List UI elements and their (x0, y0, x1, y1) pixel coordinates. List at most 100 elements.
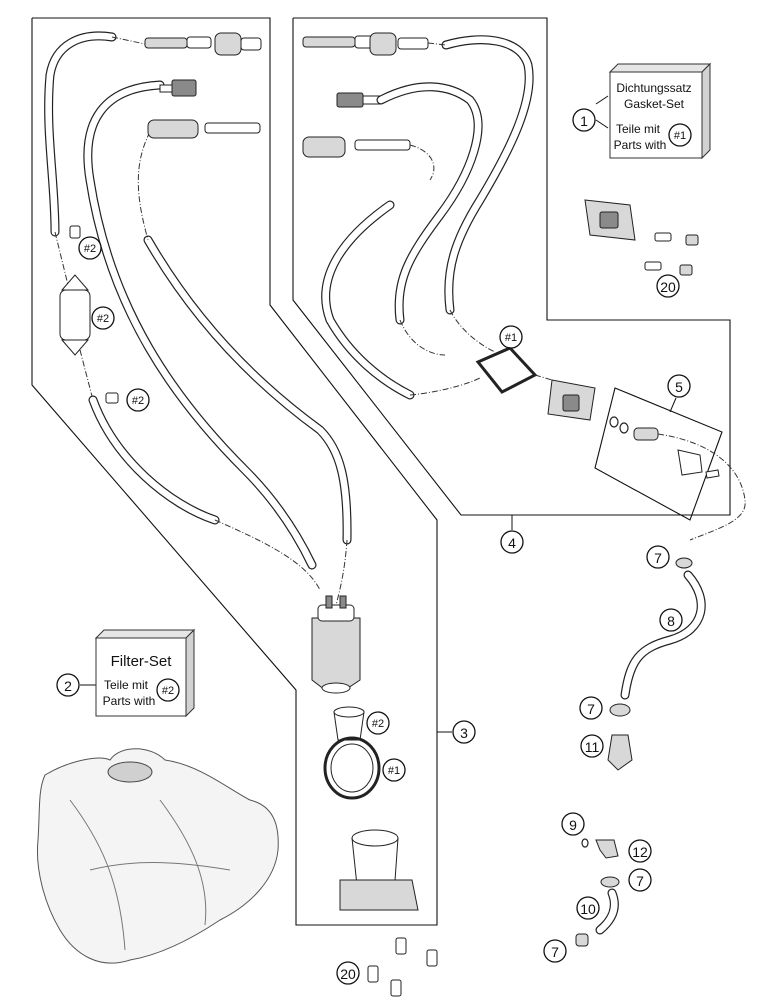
retaining-plate (677, 449, 703, 476)
pump-o-ring (323, 736, 381, 800)
wire-right-gasket (449, 309, 496, 353)
wire-flange (534, 374, 553, 381)
hose-clamp-small-2 (105, 392, 119, 404)
hex-bolt-2 (644, 261, 662, 271)
callout-1: 1 (572, 108, 596, 132)
fuel-hose-outlet (620, 570, 706, 700)
svg-text:7: 7 (587, 701, 595, 717)
svg-text:2: 2 (64, 678, 72, 694)
gasket-box-line4: Parts with (614, 138, 667, 152)
fuel-hose-right (441, 35, 534, 315)
screw-20-3 (367, 965, 379, 983)
svg-text:20: 20 (340, 966, 356, 982)
svg-text:#1: #1 (388, 765, 400, 777)
svg-text:12: 12 (632, 844, 648, 860)
svg-text:20: 20 (660, 279, 676, 295)
svg-text:10: 10 (580, 901, 596, 917)
callout-10: 10 (576, 896, 600, 920)
fuel-tank (36, 748, 279, 964)
tag-1-gasket: #1 (499, 325, 523, 349)
hex-nut-2 (679, 264, 693, 276)
svg-text:#2: #2 (132, 395, 144, 407)
fuel-hose-left-lower (88, 395, 220, 525)
tag-2-clamp-top: #2 (78, 236, 102, 260)
callout-9: 9 (561, 812, 585, 836)
callout-7-clamp-d: 7 (543, 939, 567, 963)
callout-4: 4 (500, 530, 524, 554)
callout-2: 2 (56, 673, 80, 697)
pump-filter-ring (333, 706, 365, 741)
flange-nipple (633, 427, 659, 441)
wire-right-harness (399, 319, 446, 356)
svg-text:7: 7 (654, 550, 662, 566)
svg-text:3: 3 (460, 725, 468, 741)
wire-right-top (427, 42, 447, 46)
hex-nut-1 (685, 234, 699, 246)
callout-3: 3 (452, 720, 476, 744)
callout-7-clamp-c: 7 (628, 868, 652, 892)
cable-harness-right (376, 82, 483, 325)
tag-2-filter: #2 (91, 306, 115, 330)
fuel-pump-flange (547, 379, 596, 421)
screw-20-2 (426, 949, 438, 967)
fuel-filter (59, 274, 91, 356)
svg-text:7: 7 (636, 873, 644, 889)
filter-box-tag-circle (156, 678, 180, 702)
quick-connector-right-1 (302, 35, 380, 49)
pump-flange-housing (339, 829, 419, 911)
fuel-hose-center (143, 235, 352, 545)
quick-connector-left-3 (147, 119, 261, 139)
tag-2-filter-ring: #2 (366, 711, 390, 735)
svg-text:#2: #2 (372, 718, 384, 730)
quick-connector-outlet (607, 734, 633, 771)
group-outline-5 (594, 387, 723, 521)
hose-clamp-small-1 (69, 225, 81, 239)
svg-text:8: 8 (667, 613, 675, 629)
leader-1-bottom (595, 119, 609, 129)
quick-connector-left-2 (214, 32, 262, 56)
wire-right-long (409, 377, 481, 396)
flange-o-ring-2 (619, 422, 629, 434)
screw-small (705, 469, 720, 479)
filter-set-box: Filter-Set Teile mit Parts with #2 (94, 628, 196, 718)
callout-8: 8 (659, 608, 683, 632)
hose-clamp-7b (609, 703, 631, 717)
gasket-set-box: Dichtungssatz Gasket-Set Teile mit Parts… (608, 62, 712, 160)
fuel-hose-right-long (321, 200, 415, 400)
svg-text:1: 1 (580, 113, 588, 129)
svg-text:#2: #2 (97, 313, 109, 325)
filter-box-title: Filter-Set (111, 653, 173, 670)
wire-left-filter (54, 231, 69, 286)
svg-text:11: 11 (585, 739, 600, 755)
filter-box-tag: #2 (162, 685, 174, 697)
gasket-box-tag-circle (668, 123, 692, 147)
tank-gasket (475, 346, 538, 394)
fuel-pump-flange-detail (584, 199, 636, 241)
wire-right-connector (409, 144, 435, 181)
callout-20-screws-bottom: 20 (336, 961, 360, 985)
gasket-box-line1: Dichtungssatz (616, 81, 691, 95)
wire-center-top (137, 131, 151, 241)
screw-20-1 (395, 937, 407, 955)
wire-left-lower (79, 349, 94, 401)
gasket-box-line3: Teile mit (616, 122, 661, 136)
filter-box-line1: Teile mit (104, 678, 149, 692)
filter-box-line2: Parts with (103, 694, 156, 708)
callout-7-clamp-b: 7 (579, 696, 603, 720)
leader-1-top (595, 95, 609, 105)
electrical-plug-left (159, 79, 197, 97)
hose-10 (595, 888, 619, 935)
cable-harness-center (83, 80, 317, 570)
quick-connector-left-1 (144, 36, 212, 49)
callout-20-screws-top: 20 (656, 274, 680, 298)
svg-text:4: 4 (508, 535, 516, 551)
svg-text:7: 7 (551, 944, 559, 960)
callout-5: 5 (667, 374, 691, 398)
wire-center-pump (335, 539, 348, 606)
svg-text:9: 9 (569, 817, 577, 833)
svg-text:5: 5 (675, 379, 683, 395)
elbow-fitting-12 (595, 839, 619, 859)
wire-outlet (657, 433, 746, 541)
hose-clamp-7d (575, 933, 589, 947)
